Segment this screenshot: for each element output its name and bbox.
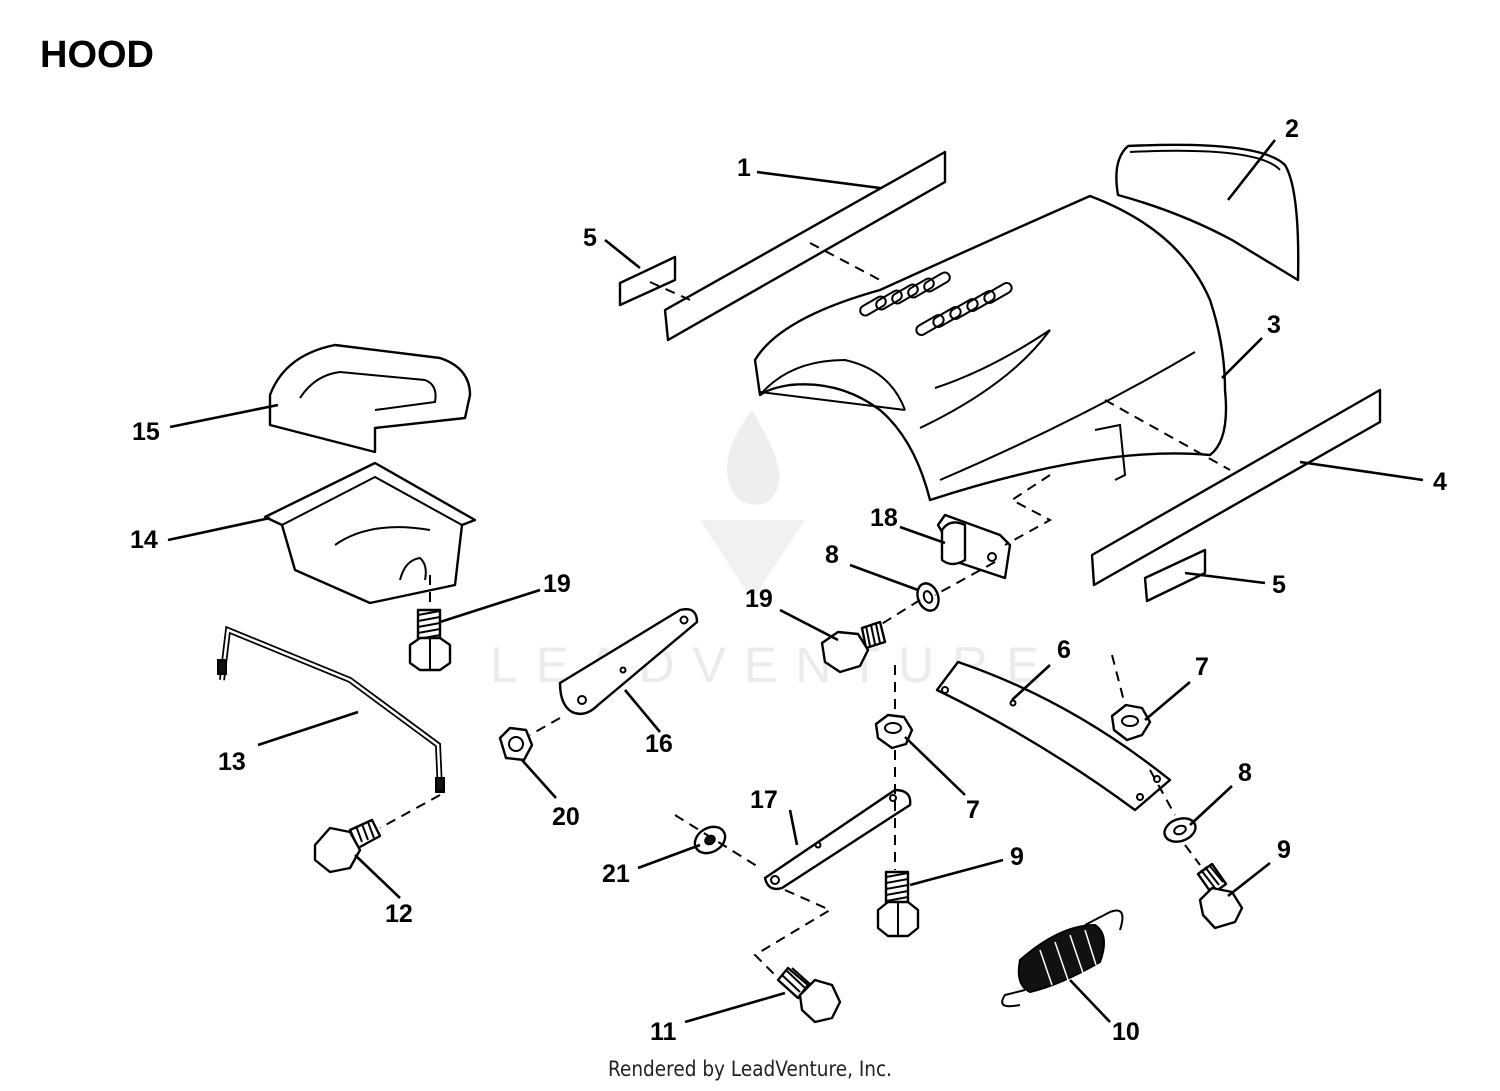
part-15-seal [268,343,472,454]
callout-11: 11 [650,1018,677,1046]
part-19-bolt-left [408,608,452,672]
part-17-strap [763,788,912,891]
callout-5-lower: 5 [1272,571,1286,599]
part-3-hood [753,194,1228,502]
part-9-bolt-right [1196,862,1244,930]
callout-2: 2 [1285,115,1299,143]
callout-labels: 1 2 3 4 5 5 6 7 7 8 8 9 9 10 11 12 13 14… [130,115,1447,1046]
callout-8-upper: 8 [825,541,839,569]
part-4-decal-strip [1090,388,1382,587]
part-20-nut [498,726,534,762]
assembly-lines [379,242,1231,976]
part-5-decal-lower [1143,548,1207,603]
hood-vents [859,271,1013,336]
callout-6: 6 [1057,636,1071,664]
part-8-washer-upper [916,582,940,612]
leader-lines [167,139,1424,1024]
callout-14: 14 [130,526,158,554]
part-13-rod [217,625,445,793]
callout-19-right: 19 [745,585,773,613]
callout-3: 3 [1267,311,1281,339]
callout-20: 20 [552,803,580,831]
part-5-decal-upper [618,255,677,307]
callout-9-right: 9 [1277,836,1291,864]
part-1-decal-strip [663,150,947,342]
part-18-clip-bracket [936,513,1012,580]
part-19-bolt-right [820,620,887,674]
callout-5-upper: 5 [583,224,597,252]
part-7-nut-right [1110,703,1152,742]
callout-7-right: 7 [1195,653,1209,681]
part-11-bolt [776,966,842,1024]
callout-15: 15 [132,418,160,446]
callout-4: 4 [1433,468,1447,496]
part-10-spring [1001,909,1124,1008]
footer-credit: Rendered by LeadVenture, Inc. [607,1057,893,1081]
part-6-plate [935,660,1172,812]
diagram-title: HOOD [40,34,154,76]
part-14-box [263,461,477,605]
part-9-bolt-center [876,870,920,938]
part-7-nut-center [874,713,914,750]
callout-9-center: 9 [1010,843,1024,871]
callout-8-lower: 8 [1238,759,1252,787]
callout-12: 12 [385,900,413,928]
callout-16: 16 [645,730,673,758]
callout-17: 17 [750,786,778,814]
callout-7-center: 7 [966,796,980,824]
callout-19-left: 19 [543,570,571,598]
callout-13: 13 [218,748,246,776]
callout-18: 18 [870,504,898,532]
part-8-washer-lower [1163,817,1197,843]
callout-10: 10 [1112,1018,1140,1046]
part-2-panel [1115,143,1300,282]
part-12-bolt [313,818,382,874]
callout-1: 1 [737,154,751,182]
callout-21: 21 [602,860,630,888]
part-16-bracket [558,608,699,716]
